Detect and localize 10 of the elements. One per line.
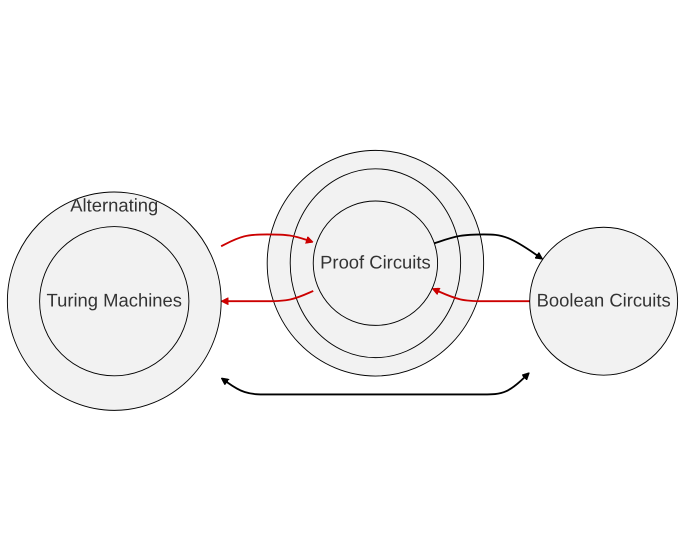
arrow <box>434 233 544 260</box>
cluster <box>290 168 462 358</box>
node-circle: Proof Circuits <box>312 200 438 326</box>
arrow <box>220 233 314 247</box>
arrow <box>220 290 314 305</box>
cluster <box>266 150 484 376</box>
node-circle: Turing Machines <box>39 226 190 376</box>
node-circle: Boolean Circuits <box>529 226 678 376</box>
arrow <box>220 372 530 395</box>
arrow <box>432 287 530 302</box>
